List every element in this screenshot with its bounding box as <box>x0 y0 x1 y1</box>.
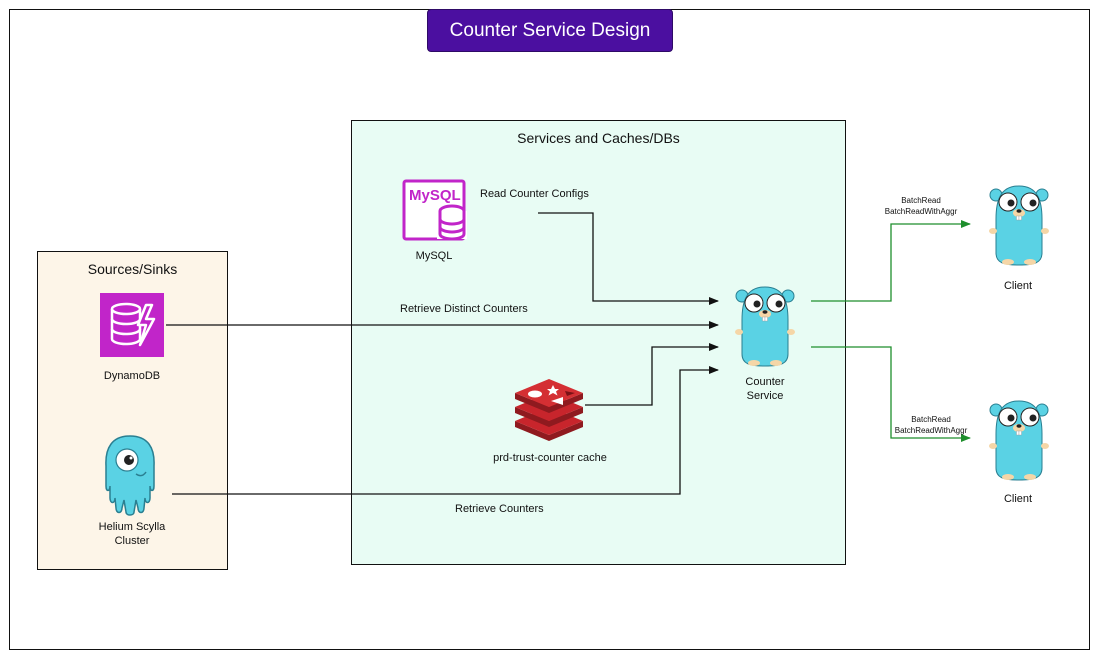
edge-counter-to-client-1 <box>811 220 971 302</box>
edge-label-retrieve-distinct: Retrieve Distinct Counters <box>400 303 528 315</box>
mysql-label: MySQL <box>415 250 453 262</box>
edge-scylla-to-counter <box>172 366 719 495</box>
counter-service-label-line1: Counter <box>745 376 785 388</box>
diagram-title: Counter Service Design <box>427 9 673 52</box>
edge-redis-to-counter <box>585 343 719 406</box>
gopher-icon <box>735 286 795 367</box>
client-1-label: Client <box>1003 280 1033 292</box>
client-1-gopher-icon <box>989 185 1049 266</box>
counter-service-label-line2: Service <box>746 390 784 402</box>
client-1-calls: BatchRead BatchReadWithAggr <box>866 195 976 217</box>
edge-mysql-to-counter <box>538 212 719 305</box>
redis-icon <box>515 379 583 441</box>
edge-label-read-configs: Read Counter Configs <box>480 188 589 200</box>
client-2-gopher-icon <box>989 400 1049 481</box>
mysql-database-icon: MySQL <box>402 179 467 241</box>
edge-counter-to-client-2 <box>811 346 971 442</box>
edge-label-retrieve-counters: Retrieve Counters <box>455 503 544 515</box>
services-caches-label: Services and Caches/DBs <box>517 130 680 146</box>
client-2-call-2: BatchReadWithAggr <box>894 426 968 435</box>
client-2-label: Client <box>1003 493 1033 505</box>
scylla-label-line2: Cluster <box>114 535 150 547</box>
client-1-call-1: BatchRead <box>901 196 941 205</box>
redis-label: prd-trust-counter cache <box>493 452 607 464</box>
scylla-label-line1: Helium Scylla <box>98 521 166 533</box>
dynamodb-icon <box>100 293 164 357</box>
dynamodb-label: DynamoDB <box>103 370 161 382</box>
client-2-calls: BatchRead BatchReadWithAggr <box>876 414 986 436</box>
counter-service-label: Counter Service <box>725 375 805 403</box>
sources-sinks-label: Sources/Sinks <box>87 261 178 277</box>
mysql-logo-text: MySQL <box>409 187 461 204</box>
client-2-call-1: BatchRead <box>911 415 951 424</box>
scylla-label: Helium Scylla Cluster <box>67 520 197 548</box>
client-1-call-2: BatchReadWithAggr <box>884 207 958 216</box>
scylla-monster-icon <box>105 435 155 516</box>
